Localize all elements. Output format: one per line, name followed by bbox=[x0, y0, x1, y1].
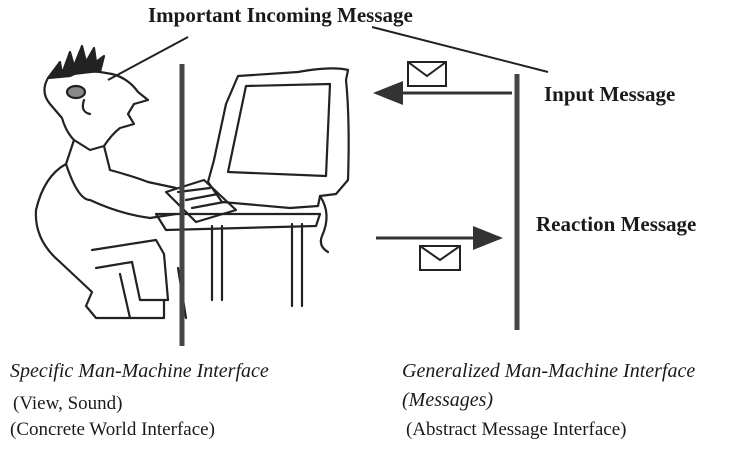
specific-interface-title: Specific Man-Machine Interface bbox=[10, 360, 269, 382]
diagram-title: Important Incoming Message bbox=[148, 3, 413, 27]
input-message-label: Input Message bbox=[544, 82, 676, 106]
title-leader-right bbox=[371, 26, 549, 73]
generalized-interface-category: (Abstract Message Interface) bbox=[406, 419, 627, 440]
specific-interface-category: (Concrete World Interface) bbox=[10, 419, 215, 440]
specific-interface-detail: (View, Sound) bbox=[13, 393, 123, 414]
generalized-interface-title: Generalized Man-Machine Interface bbox=[402, 360, 696, 382]
person-at-computer-icon bbox=[34, 44, 350, 320]
envelope-icon bbox=[407, 61, 447, 87]
title-leader-left bbox=[107, 36, 189, 81]
generalized-interface-detail: (Messages) bbox=[402, 389, 494, 411]
reaction-message-label: Reaction Message bbox=[536, 212, 697, 236]
envelope-icon bbox=[419, 245, 461, 271]
